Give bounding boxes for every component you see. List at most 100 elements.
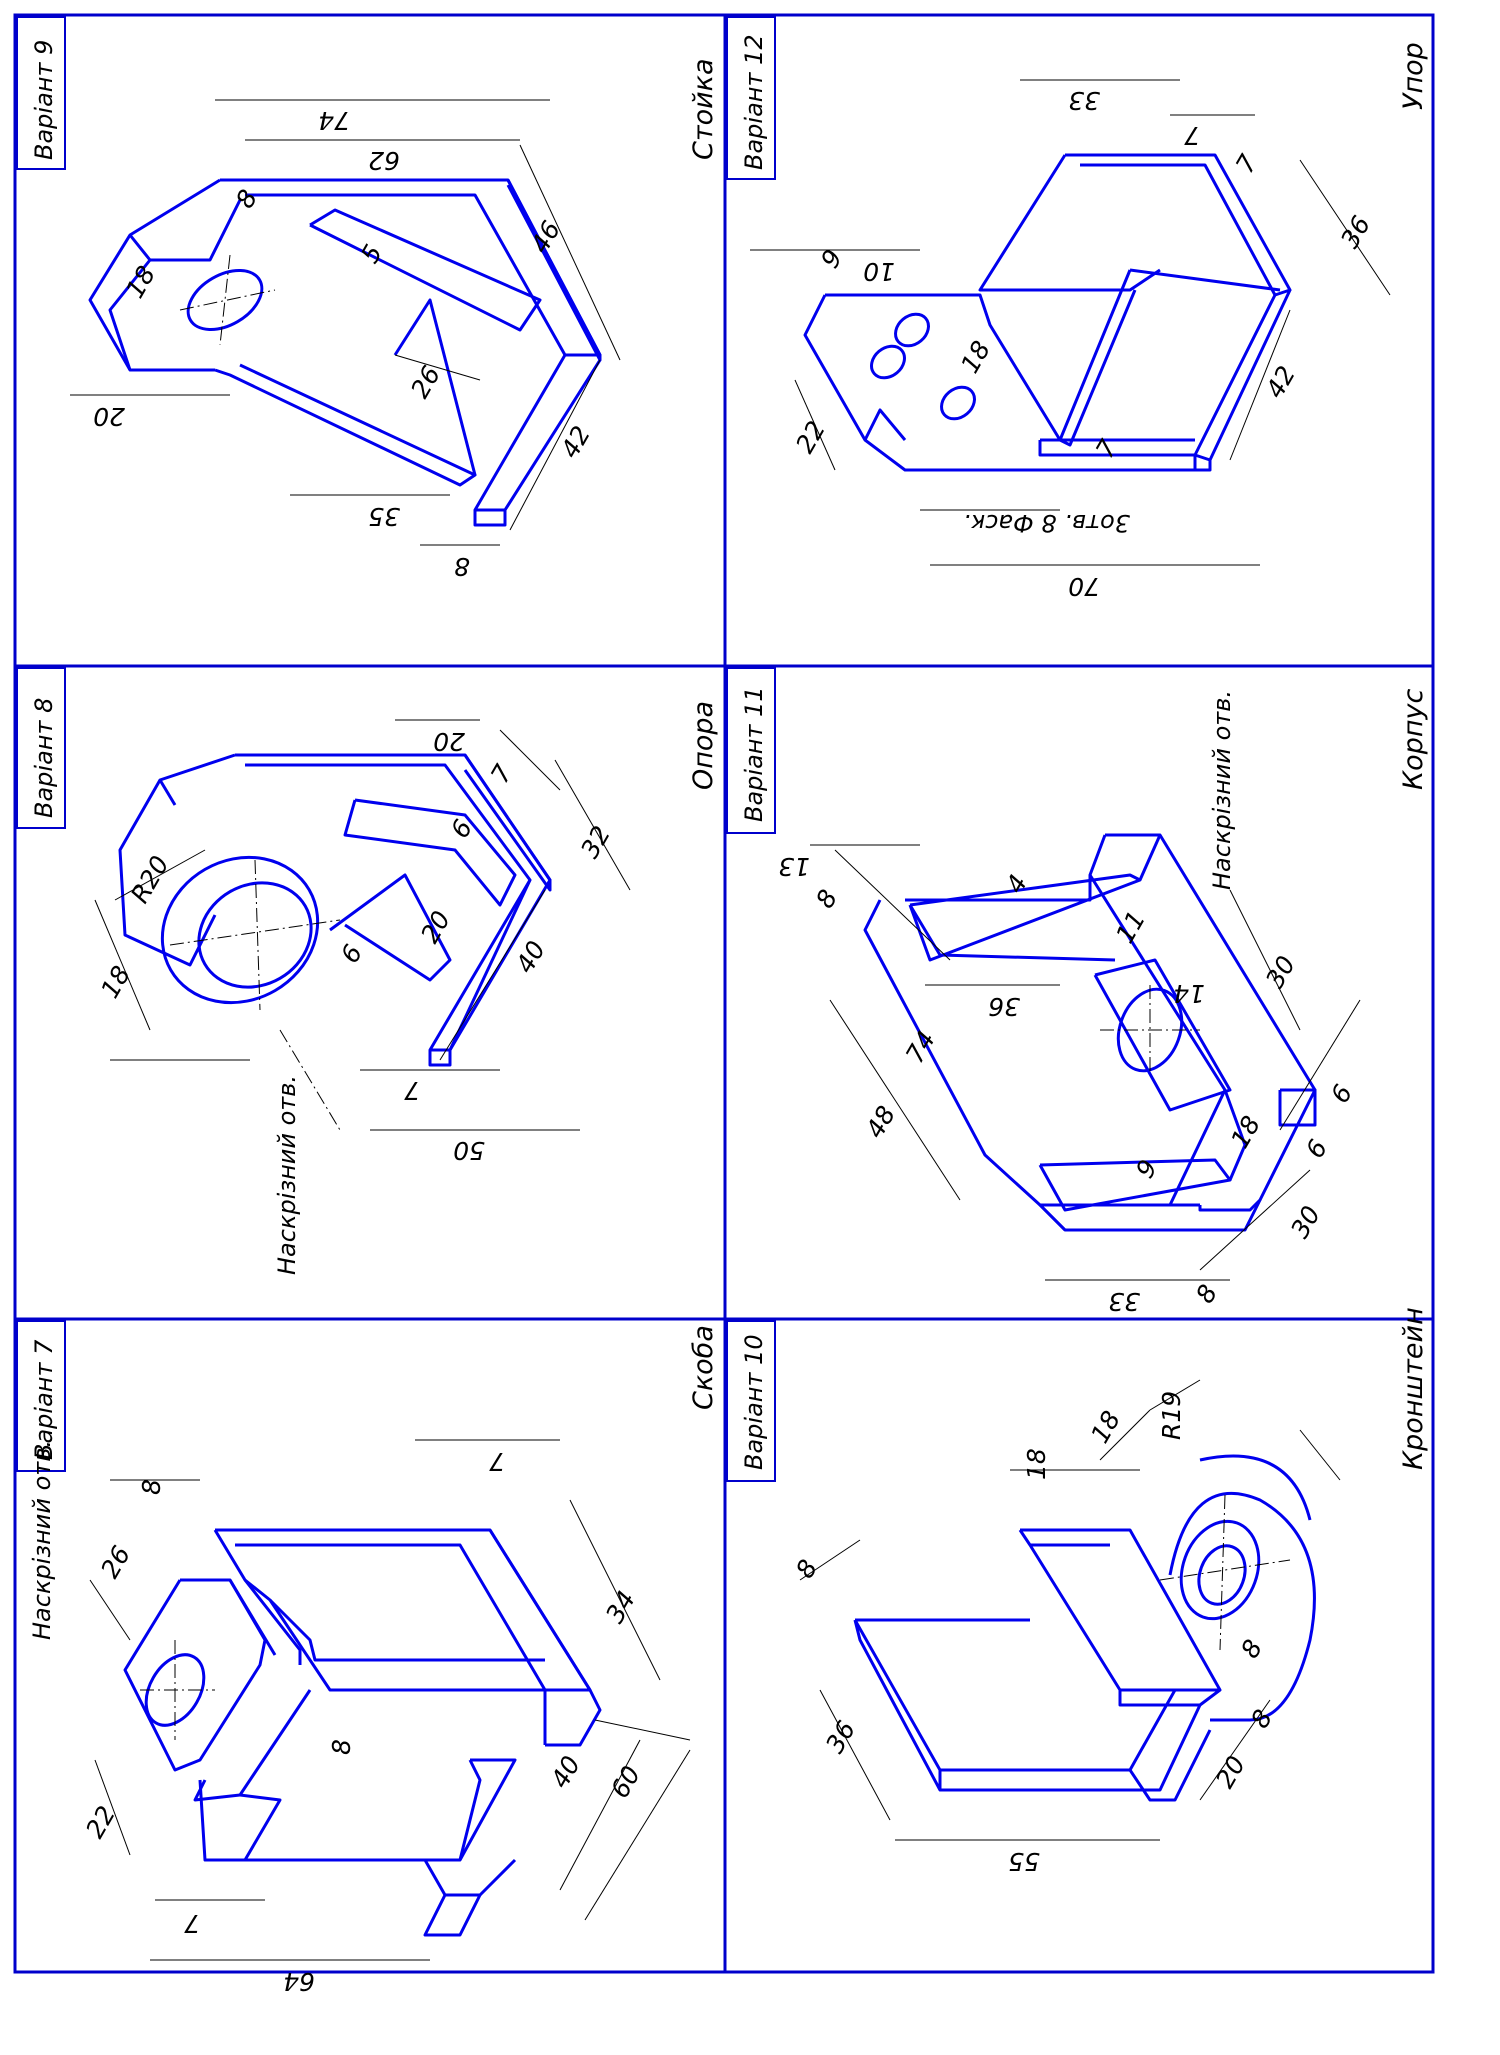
panel-variant-10: Варіант 10 Кронштейн — [726, 1307, 1429, 1876]
hole-note: Наскрізний отв. — [28, 1440, 56, 1640]
dimension-label: 62 — [368, 146, 400, 175]
dimension-label: 30 — [1260, 951, 1301, 993]
part-name: Скоба — [688, 1325, 719, 1410]
panel-variant-7: Варіант 7 Скоба — [16, 1320, 719, 1996]
part-name: Кронштейн — [1398, 1307, 1429, 1470]
dimension-label: 10 — [863, 257, 895, 286]
part-drawing — [863, 833, 1317, 1232]
dimension-label: 7 — [489, 1447, 505, 1476]
dimension-label: 34 — [600, 1586, 641, 1628]
hole-note: 3отв. 8 Фаск. — [963, 509, 1130, 537]
dimension-label: 8 — [454, 552, 470, 581]
dimension-lines — [89, 1439, 691, 1961]
part-drawing — [853, 1454, 1316, 1802]
dimension-label: 7 — [1184, 121, 1200, 150]
dimension-label: 11 — [1110, 906, 1151, 948]
dimension-label: 74 — [318, 106, 350, 135]
dimension-label: 32 — [575, 821, 616, 863]
dimension-label: 20 — [93, 402, 125, 431]
sheet-frame — [13, 13, 1435, 1974]
variant-tag: Варіант 12 — [740, 34, 768, 170]
dimension-label: R19 — [1157, 1391, 1186, 1440]
dimension-label: 48 — [860, 1101, 901, 1143]
part-name: Стойка — [688, 58, 719, 160]
dimension-label: 6 — [335, 940, 368, 968]
dimension-label: 30 — [1285, 1201, 1326, 1243]
panel-variant-12: Варіант 12 Упор — [726, 16, 1429, 601]
part-drawing — [88, 178, 602, 527]
dimension-label: 36 — [1335, 211, 1376, 253]
dimension-label: 6 — [1325, 1080, 1358, 1108]
dimension-label: 6 — [1300, 1135, 1333, 1163]
dimension-label: 18 — [1022, 1448, 1051, 1480]
part-name: Опора — [688, 701, 719, 790]
dimension-label: 4 — [1000, 870, 1033, 898]
dimension-label: 36 — [988, 992, 1020, 1021]
dimension-label: 22 — [80, 1801, 121, 1843]
panel-variant-8: Варіант 8 Опора — [16, 667, 719, 1275]
dimension-label: 18 — [120, 261, 161, 303]
dimension-label: 40 — [510, 936, 551, 978]
dimension-label: 20 — [1210, 1751, 1251, 1793]
dimension-label: 22 — [790, 416, 831, 458]
part-drawing — [123, 1528, 602, 1937]
dimension-label: 8 — [327, 1739, 356, 1755]
dimension-label: 6 — [445, 815, 478, 843]
dimension-label: 18 — [1085, 1406, 1126, 1448]
dimension-label: 8 — [137, 1479, 166, 1495]
part-name: Корпус — [1398, 689, 1429, 790]
dimension-label: 7 — [485, 760, 518, 788]
dimension-label: 7 — [404, 1076, 420, 1105]
dimension-label: 8 — [1190, 1280, 1223, 1308]
dimension-label: 8 — [790, 1555, 823, 1583]
dimension-lines — [810, 844, 1361, 1281]
dimension-label: 33 — [1108, 1287, 1140, 1316]
dimension-label: R20 — [125, 851, 175, 908]
panel-variant-11: Варіант 11 Корпус — [726, 667, 1429, 1316]
dimension-label: 40 — [545, 1751, 586, 1793]
dimension-label: 26 — [95, 1541, 136, 1583]
dimension-label: 64 — [283, 1967, 315, 1996]
dimension-label: 18 — [1225, 1111, 1266, 1153]
dimension-label: 8 — [810, 885, 843, 913]
dimension-label: 8 — [1235, 1635, 1268, 1663]
variant-tag: Варіант 9 — [30, 40, 58, 160]
dimension-values: 33 7 7 36 9 10 18 22 42 7 70 3отв. 8 Фас… — [790, 86, 1376, 601]
dimension-label: 7 — [1230, 150, 1263, 178]
dimension-label: 9 — [815, 245, 848, 273]
dimension-label: 18 — [95, 961, 136, 1003]
dimension-label: 70 — [1068, 572, 1100, 601]
dimension-label: 13 — [778, 852, 810, 881]
dimension-label: 42 — [1260, 361, 1301, 403]
panel-variant-9: Варіант 9 Стойка 7 — [16, 16, 719, 581]
dimension-label: 36 — [820, 1716, 861, 1758]
dimension-label: 7 — [184, 1909, 200, 1938]
dimension-label: 18 — [955, 336, 996, 378]
hole-note: Наскрізний отв. — [273, 1075, 301, 1275]
dimension-lines — [70, 99, 621, 546]
dimension-label: 50 — [453, 1136, 485, 1165]
variant-tag: Варіант 8 — [30, 698, 58, 818]
dimension-lines — [750, 79, 1391, 566]
dimension-values: 13 8 4 11 36 74 14 30 48 9 18 6 6 30 33 … — [778, 690, 1358, 1316]
dimension-label: 55 — [1008, 1847, 1040, 1876]
dimension-label: 33 — [1068, 86, 1100, 115]
dimension-values: R20 20 7 6 32 18 20 6 40 7 50 Наскрізний… — [95, 727, 616, 1275]
dimension-label: 42 — [555, 421, 596, 463]
dimension-label: 14 — [1173, 979, 1205, 1008]
variant-tag: Варіант 11 — [740, 686, 768, 822]
dimension-values: 8 26 7 34 22 8 40 60 7 64 Наскрізний отв… — [28, 1440, 646, 1996]
dimension-lines — [94, 719, 631, 1131]
dimension-lines — [799, 1379, 1341, 1841]
dimension-label: 20 — [433, 727, 465, 756]
dimension-label: 35 — [368, 502, 400, 531]
dimension-label: 9 — [1130, 1155, 1163, 1183]
part-drawing — [803, 153, 1292, 472]
dimension-label: 26 — [405, 361, 446, 403]
hole-note: Наскрізний отв. — [1208, 690, 1236, 890]
dimension-label: 5 — [355, 240, 388, 268]
variant-tag: Варіант 10 — [740, 1334, 768, 1470]
part-name: Упор — [1398, 42, 1429, 110]
dimension-label: 60 — [605, 1761, 646, 1803]
